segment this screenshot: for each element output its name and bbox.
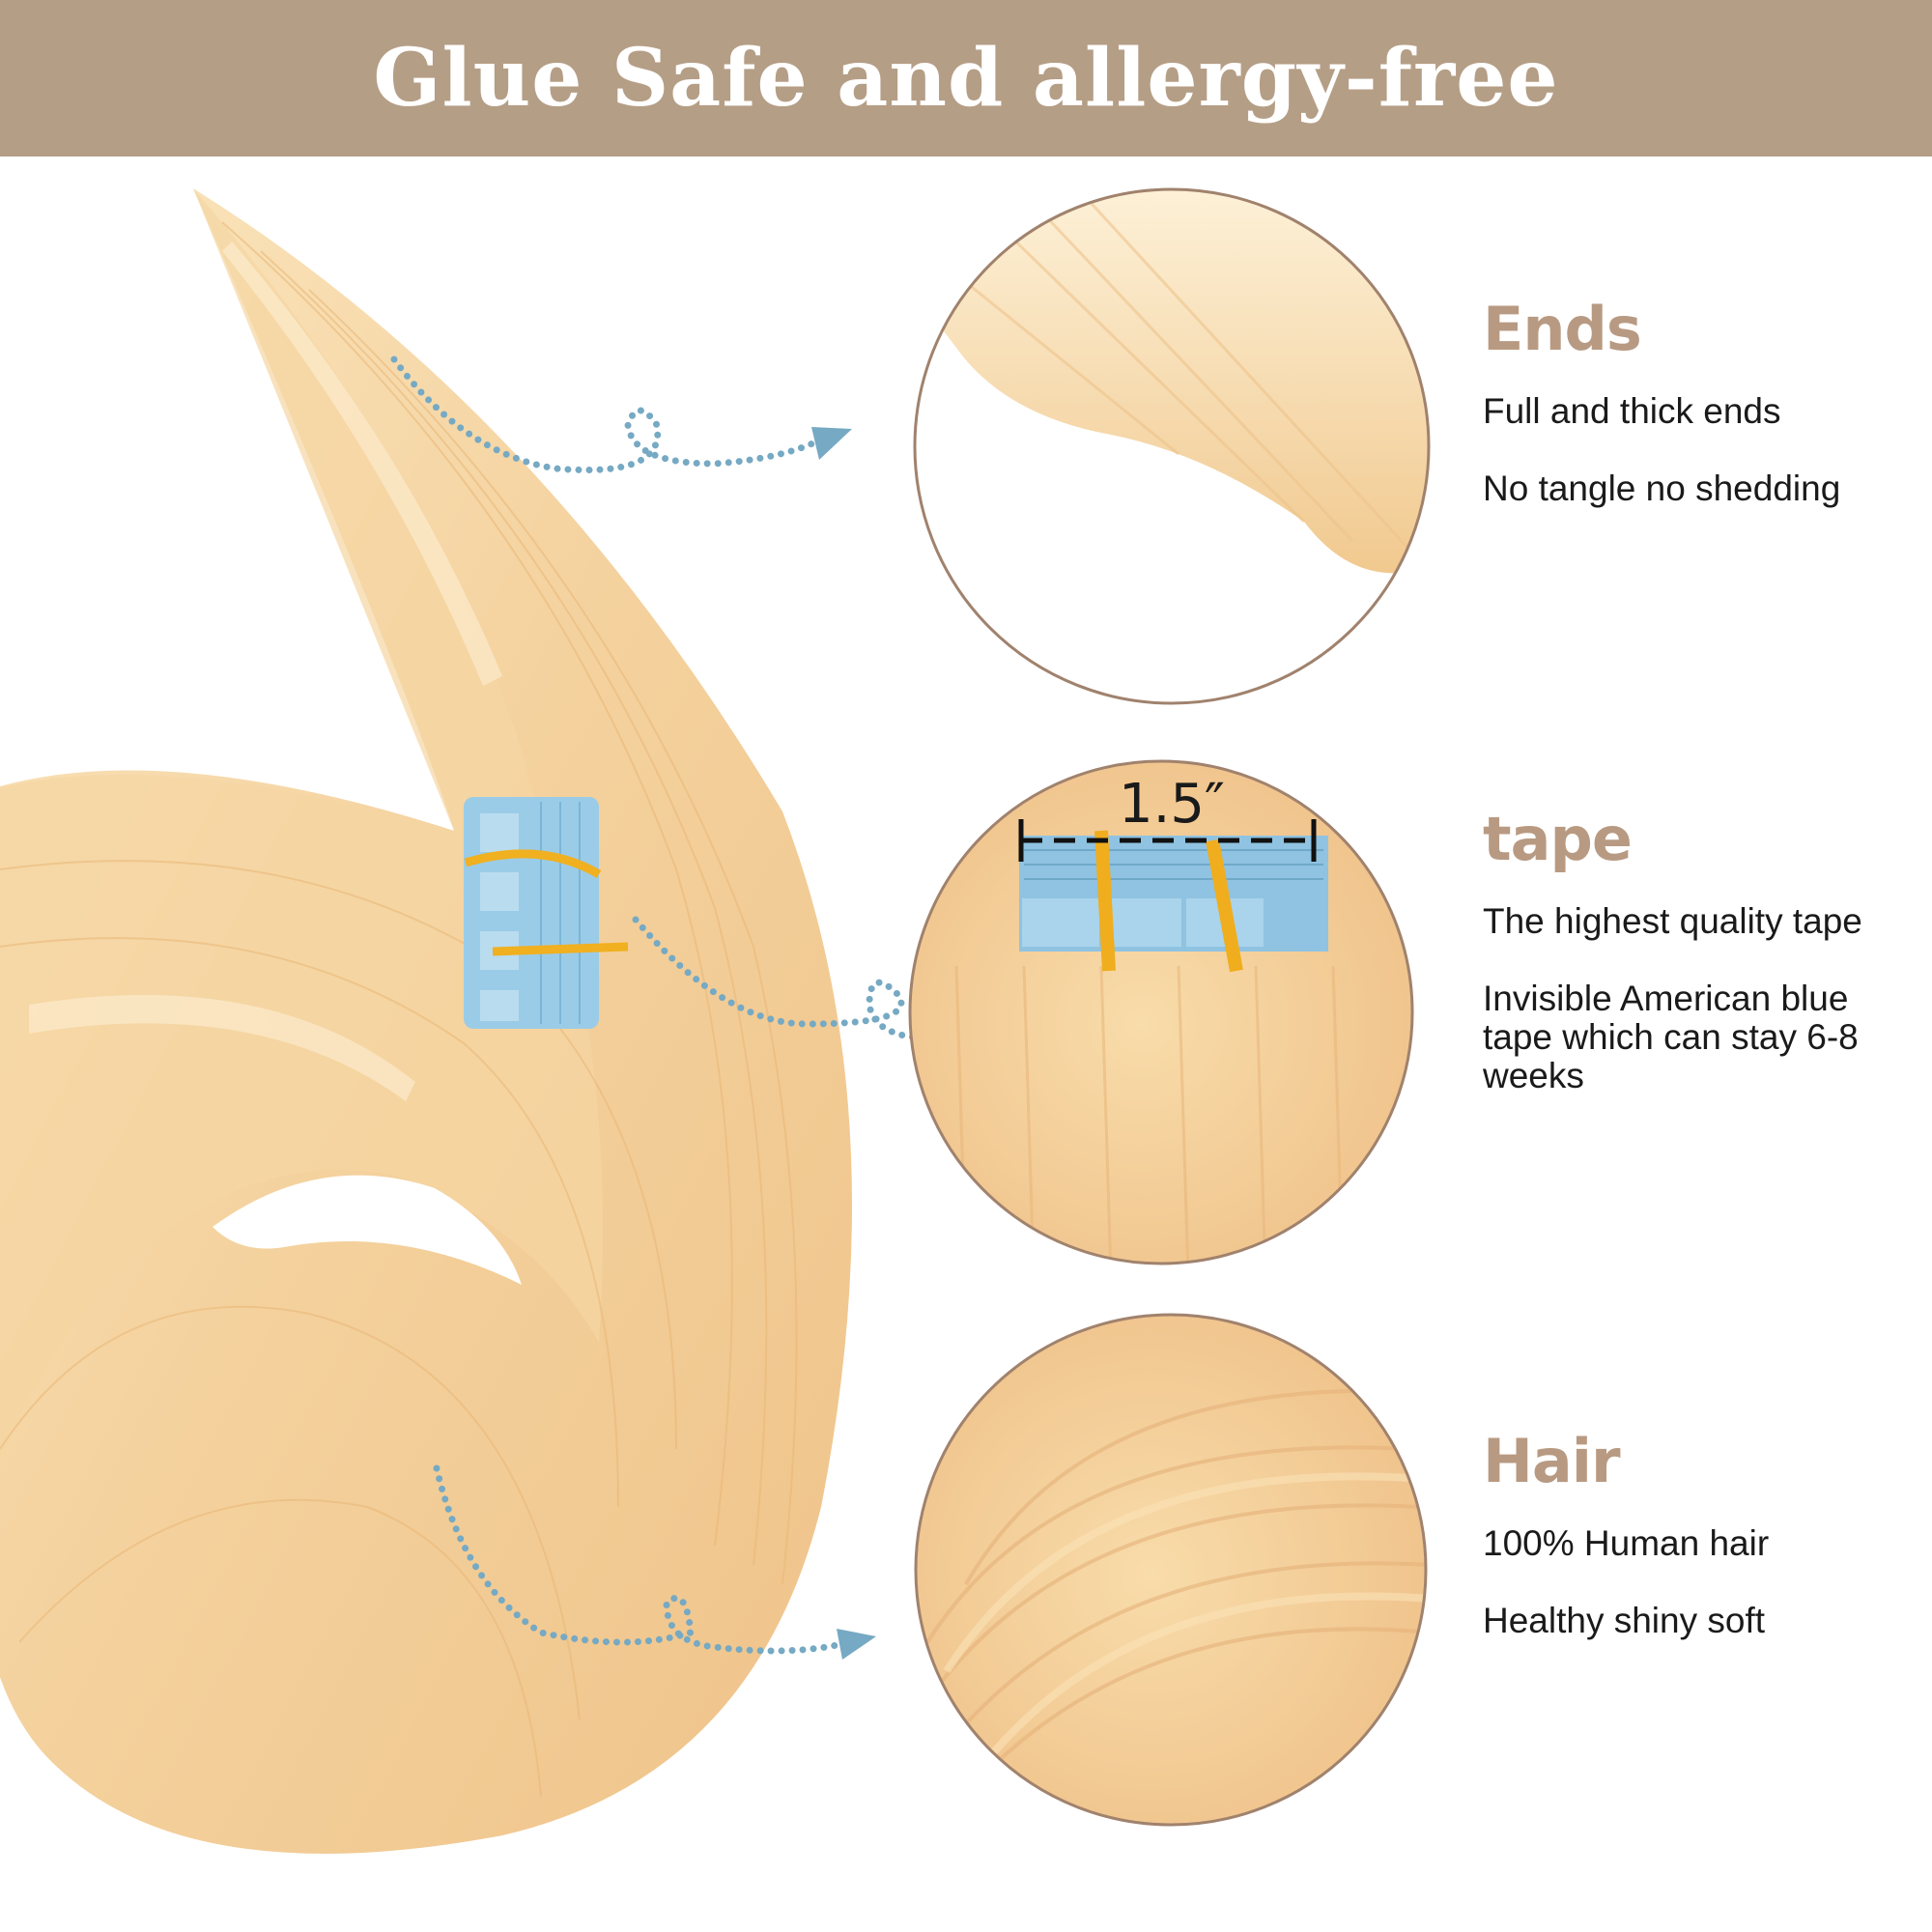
tape-width-label: 1.5″ <box>1119 773 1225 836</box>
feature-hair: Hair 100% Human hair Healthy shiny soft <box>1483 1432 1908 1679</box>
feature-tape: tape The highest quality tape Invisible … <box>1483 810 1908 1134</box>
feature-text: Full and thick ends <box>1483 391 1781 431</box>
arrow-head <box>811 427 852 460</box>
arrow-head <box>837 1629 876 1660</box>
header-banner: Glue Safe and allergy-free <box>0 0 1932 156</box>
banner-title: Glue Safe and allergy-free <box>373 32 1559 125</box>
feature-text: The highest quality tape <box>1483 901 1862 941</box>
hair-closeup <box>914 1313 1428 1827</box>
tape-closeup <box>908 759 1414 1265</box>
feature-ends: Ends Full and thick ends No tangle no sh… <box>1483 299 1908 547</box>
measurement-marker <box>1018 819 1317 862</box>
feature-text: Invisible American blue tape which can s… <box>1483 979 1859 1095</box>
feature-title: Ends <box>1483 294 1642 364</box>
feature-text: Healthy shiny soft <box>1483 1601 1766 1640</box>
feature-title: tape <box>1483 804 1633 874</box>
ends-closeup <box>913 187 1431 705</box>
feature-title: Hair <box>1483 1426 1621 1496</box>
feature-text: No tangle no shedding <box>1483 469 1841 508</box>
feature-text: 100% Human hair <box>1483 1523 1770 1563</box>
tape-tab <box>464 797 629 1029</box>
hair-bundle <box>0 188 852 1854</box>
